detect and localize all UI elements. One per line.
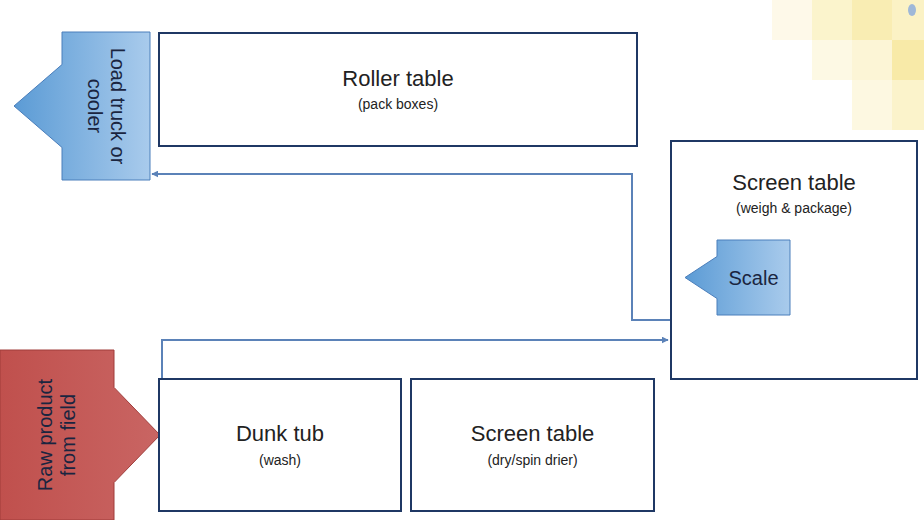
dunk-tub: Dunk tub (wash): [158, 378, 402, 512]
input-arrow: Raw product from field: [0, 350, 160, 520]
scale-callout: Scale: [685, 240, 790, 315]
text-holder: Scale: [720, 266, 787, 289]
arrow-shape: [14, 32, 150, 180]
box-subtitle: (weigh & package): [736, 200, 852, 217]
output-arrow: Load truck or cooler: [14, 32, 150, 180]
box-title: Screen table: [732, 170, 856, 196]
arrow-label: Scale: [720, 266, 787, 289]
weigh-table: Screen table (weigh & package) Scale: [670, 140, 918, 380]
drying-table: Screen table (dry/spin drier): [410, 378, 655, 512]
flow-arrow: [162, 340, 668, 378]
arrow-outline: [685, 240, 790, 315]
box-title: Screen table: [471, 421, 595, 447]
box-subtitle: (pack boxes): [358, 96, 438, 113]
arrow-shape: [0, 350, 160, 520]
water-drop: [908, 4, 916, 16]
text-holder: Load truck or cooler: [83, 39, 129, 173]
text-holder: Raw product from field: [34, 357, 80, 513]
arrow-outline: [14, 32, 150, 180]
corner-squares: [772, 0, 924, 130]
box-subtitle: (wash): [259, 452, 301, 469]
box-subtitle: (dry/spin drier): [487, 452, 577, 469]
box-title: Roller table: [342, 66, 453, 92]
flow-arrow: [152, 174, 670, 320]
arrow-label: Load truck or cooler: [83, 39, 129, 173]
roller-table: Roller table (pack boxes): [158, 32, 638, 147]
arrow-label: Raw product from field: [34, 357, 80, 513]
arrow-outline: [0, 350, 160, 520]
box-title: Dunk tub: [236, 421, 324, 447]
